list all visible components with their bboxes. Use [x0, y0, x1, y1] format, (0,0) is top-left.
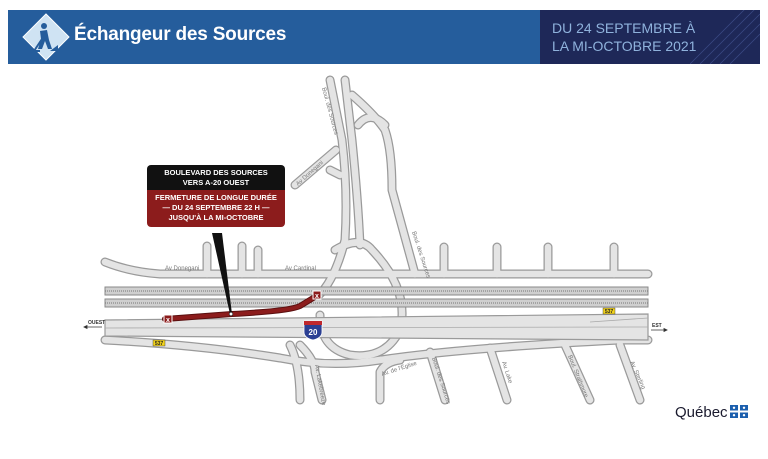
svg-text:537: 537 — [605, 309, 614, 315]
date-panel: DU 24 SEPTEMBRE À LA MI-OCTOBRE 2021 — [540, 10, 760, 64]
rail-corridor-2 — [104, 298, 649, 308]
callout-start: — DU 24 SEPTEMBRE 22 H — — [162, 203, 270, 212]
closure-marker-west: x — [163, 314, 173, 324]
label-av-donegani: Av Donegani — [165, 266, 199, 272]
svg-text:OUEST: OUEST — [88, 320, 105, 326]
closed-ramp — [163, 293, 320, 321]
rail-corridor-1 — [104, 286, 649, 296]
callout-end: JUSQU'À LA MI-OCTOBRE — [168, 213, 264, 222]
svg-text:20: 20 — [309, 328, 318, 337]
callout-road: BOULEVARD DES SOURCES — [164, 168, 268, 177]
label-boul-strathmore: Boul. Strathmore — [566, 355, 589, 400]
label-av-cardinal: Av Cardinal — [285, 266, 316, 272]
decorative-lines — [690, 10, 760, 64]
quebec-flag-icon — [729, 405, 748, 418]
callout-header: BOULEVARD DES SOURCES VERS A-20 OUEST — [147, 165, 285, 190]
road-fills — [105, 80, 648, 400]
date-range: DU 24 SEPTEMBRE À LA MI-OCTOBRE 2021 — [552, 19, 696, 55]
callout-closure-type: FERMETURE DE LONGUE DURÉE — [155, 193, 277, 202]
quebec-wordmark: Québec — [675, 404, 728, 421]
interstate-20-shield: 20 — [303, 320, 323, 341]
label-av-donegani-nw: Av Donegani — [295, 160, 324, 187]
date-line-1: DU 24 SEPTEMBRE À — [552, 20, 696, 36]
roadwork-worker-icon — [22, 13, 70, 61]
callout-direction: VERS A-20 OUEST — [182, 178, 250, 187]
closure-marker-east: x — [312, 290, 322, 300]
direction-west: OUEST — [83, 320, 105, 330]
direction-east: EST — [651, 323, 668, 333]
svg-text:537: 537 — [155, 341, 164, 347]
callout-body: FERMETURE DE LONGUE DURÉE — DU 24 SEPTEM… — [147, 190, 285, 227]
svg-text:x: x — [166, 317, 170, 324]
route-537-shield-west: 537 — [152, 339, 166, 347]
callout-pointer — [212, 233, 232, 314]
svg-text:EST: EST — [652, 323, 662, 329]
svg-text:x: x — [315, 293, 319, 300]
closure-callout: BOULEVARD DES SOURCES VERS A-20 OUEST FE… — [147, 165, 285, 227]
header-banner: Échangeur des Sources DU 24 SEPTEMBRE À … — [8, 10, 760, 64]
route-537-shield-east: 537 — [602, 307, 616, 315]
date-line-2: LA MI-OCTOBRE 2021 — [552, 38, 697, 54]
page-title: Échangeur des Sources — [74, 24, 287, 45]
highway-20 — [104, 313, 649, 341]
quebec-logo: Québec — [675, 404, 748, 421]
